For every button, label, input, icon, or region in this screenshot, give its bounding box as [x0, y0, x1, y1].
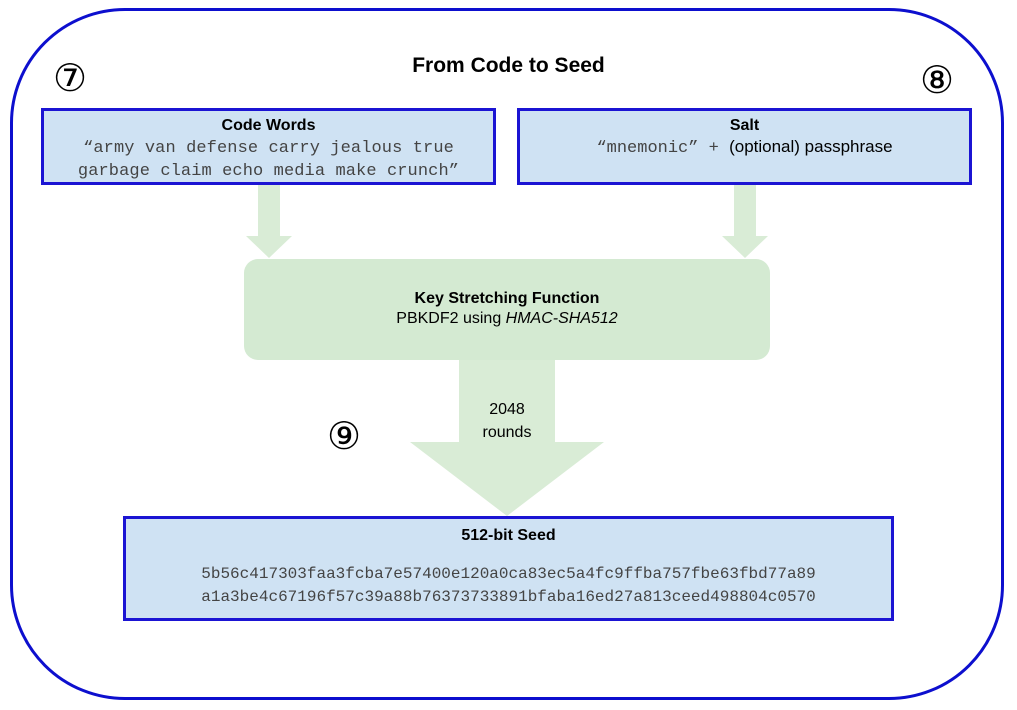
- seed-box: 512-bit Seed 5b56c417303faa3fcba7e57400e…: [123, 516, 894, 621]
- arrow-code-words-to-ksf: [246, 185, 292, 258]
- code-words-line-1: “army van defense carry jealous true: [83, 139, 454, 158]
- salt-passphrase: (optional) passphrase: [729, 137, 893, 156]
- rounds-label: rounds: [482, 424, 532, 441]
- code-words-title: Code Words: [221, 117, 316, 134]
- key-stretching-function-box: Key Stretching Function PBKDF2 using HMA…: [244, 259, 770, 360]
- diagram-title: From Code to Seed: [412, 54, 605, 77]
- code-words-text: “army van defense carry jealous true gar…: [44, 137, 493, 183]
- code-words-line-2: garbage claim echo media make crunch”: [77, 162, 460, 181]
- seed-line-1: 5b56c417303faa3fcba7e57400e120a0ca83ec5a…: [201, 565, 816, 583]
- salt-title: Salt: [729, 117, 760, 134]
- seed-title: 512-bit Seed: [461, 527, 556, 544]
- ksf-prefix: PBKDF2 using: [396, 310, 506, 327]
- step-7-marker: ⑦: [53, 56, 88, 100]
- ksf-algorithm: HMAC-SHA512: [505, 310, 618, 327]
- salt-box: Salt “mnemonic” + (optional) passphrase: [517, 108, 972, 185]
- salt-mnemonic: “mnemonic”: [596, 139, 699, 158]
- salt-plus: +: [698, 139, 730, 158]
- code-words-box: Code Words “army van defense carry jealo…: [41, 108, 496, 185]
- ksf-description: PBKDF2 using HMAC-SHA512: [244, 310, 770, 328]
- arrow-salt-to-ksf: [722, 185, 768, 258]
- step-9-marker: ⑨: [327, 414, 362, 458]
- salt-formula: “mnemonic” + (optional) passphrase: [520, 137, 969, 158]
- arrow-ksf-to-seed: [410, 360, 604, 516]
- seed-hex: 5b56c417303faa3fcba7e57400e120a0ca83ec5a…: [126, 563, 891, 609]
- diagram-frame: [10, 8, 1004, 700]
- rounds-count: 2048: [489, 401, 525, 418]
- ksf-title: Key Stretching Function: [414, 290, 600, 307]
- step-8-marker: ⑧: [920, 58, 955, 102]
- seed-line-2: a1a3be4c67196f57c39a88b76373733891bfaba1…: [201, 588, 816, 606]
